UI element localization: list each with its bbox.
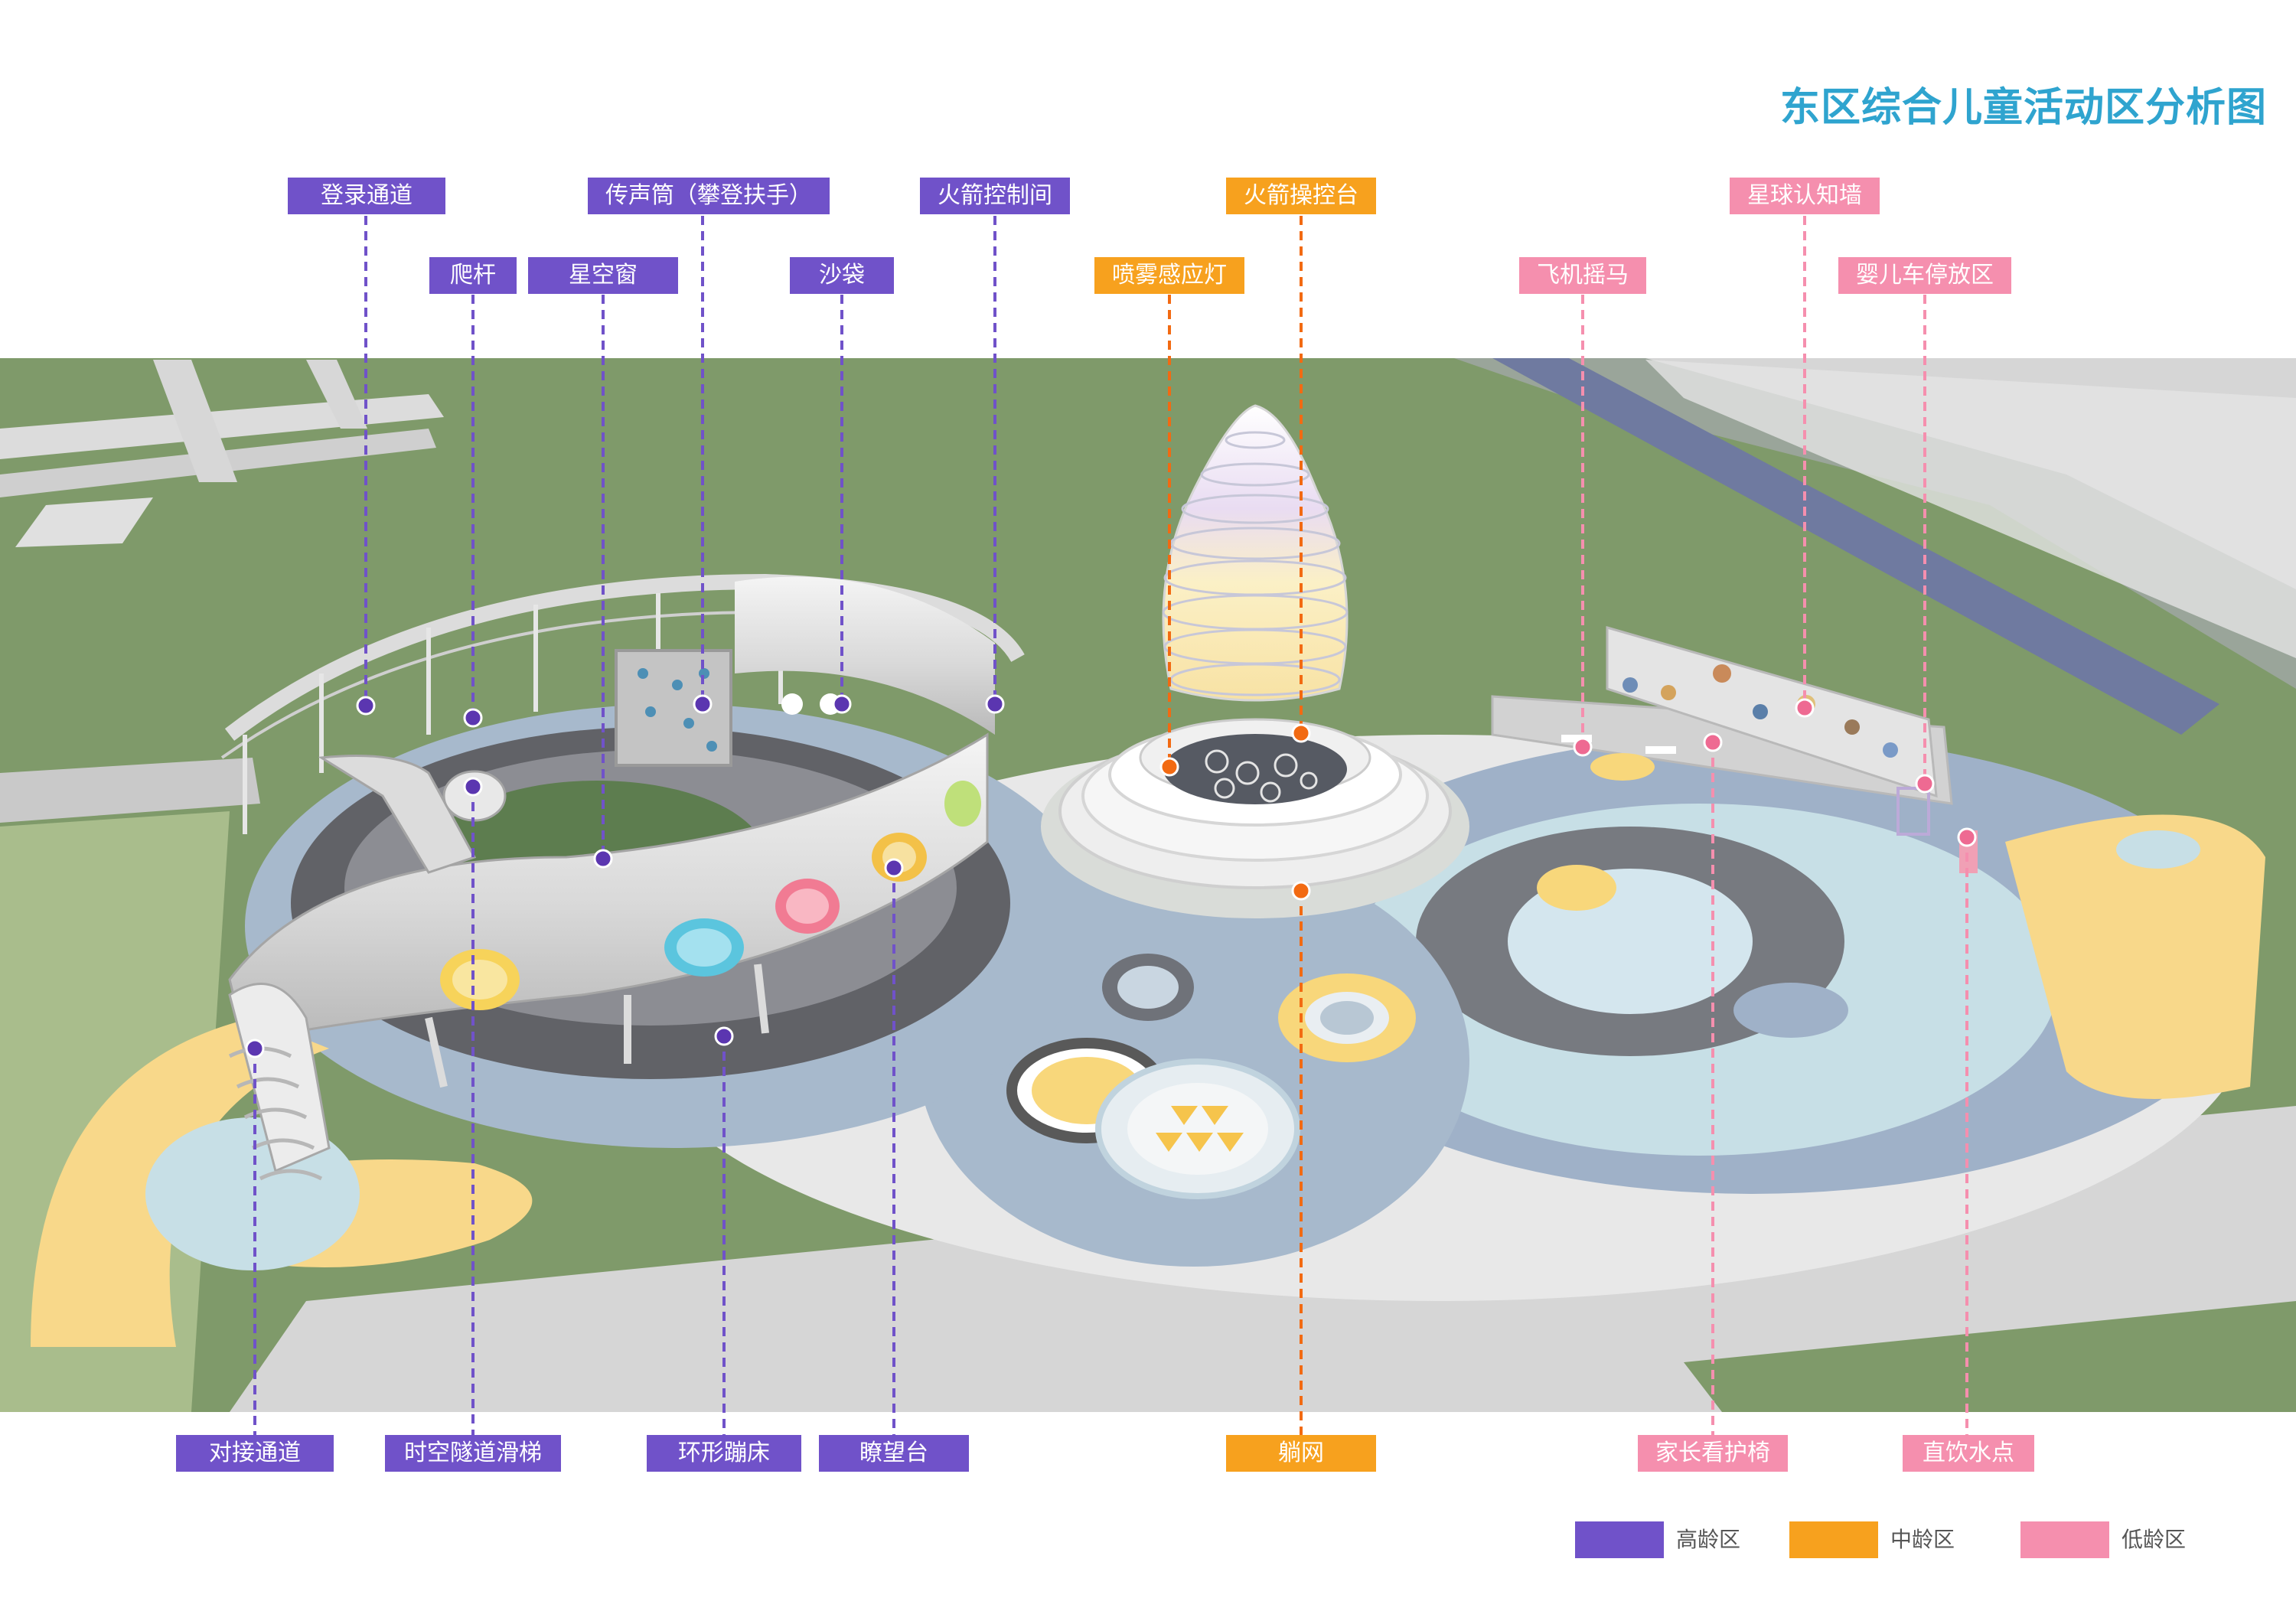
label-jiazhang-kanhuyi: 家长看护椅 xyxy=(1638,1435,1788,1472)
label-feiji-yaoma: 飞机摇马 xyxy=(1519,257,1646,294)
label-xingkongchuang: 星空窗 xyxy=(528,257,678,294)
diagram-title: 东区综合儿童活动区分析图 xyxy=(1779,85,2267,131)
label-denglu-tongdao: 登录通道 xyxy=(288,178,445,214)
legend-swatch-high xyxy=(1575,1521,1664,1558)
label-tangwang: 躺网 xyxy=(1226,1435,1376,1472)
label-liaowangtai: 瞭望台 xyxy=(819,1435,969,1472)
label-duijie-tongdao: 对接通道 xyxy=(176,1435,334,1472)
label-yingerche-tingfangqu: 婴儿车停放区 xyxy=(1838,257,2011,294)
legend-label-low: 低龄区 xyxy=(2122,1527,2187,1552)
legend-label-high: 高龄区 xyxy=(1676,1527,1741,1552)
label-pagan: 爬杆 xyxy=(429,257,517,294)
label-huanxing-bengchuang: 环形蹦床 xyxy=(647,1435,801,1472)
label-huojian-caokongtai: 火箭操控台 xyxy=(1226,178,1376,214)
label-chuanshengtong: 传声筒（攀登扶手） xyxy=(588,178,830,214)
label-penwu-ganyingdeng: 喷雾感应灯 xyxy=(1094,257,1244,294)
legend-swatch-low xyxy=(2020,1521,2109,1558)
label-zhiyin-shuidian: 直饮水点 xyxy=(1903,1435,2034,1472)
label-xingqiu-renzhiqiang: 星球认知墙 xyxy=(1730,178,1880,214)
leader-dots xyxy=(245,694,1977,1058)
legend-swatch-mid xyxy=(1789,1521,1878,1558)
leader-lines xyxy=(253,216,1968,1435)
rocket-tower xyxy=(1041,404,1469,918)
legend-label-mid: 中龄区 xyxy=(1890,1527,1955,1552)
label-shadai: 沙袋 xyxy=(790,257,894,294)
planet-wall xyxy=(1491,626,1978,873)
label-huojian-kongzhijian: 火箭控制间 xyxy=(920,178,1070,214)
label-shikong-suidao-huati: 时空隧道滑梯 xyxy=(385,1435,561,1472)
